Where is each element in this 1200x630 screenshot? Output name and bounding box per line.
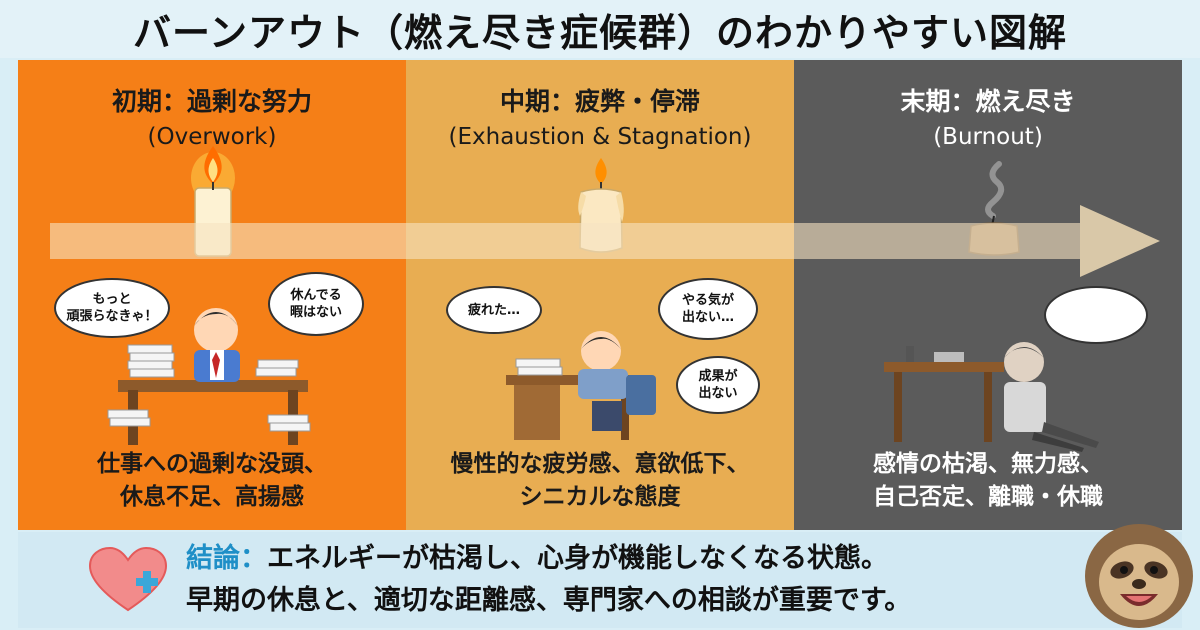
- conclusion-line1: エネルギーが枯渇し、心身が機能しなくなる状態。: [267, 543, 888, 574]
- stage-subtitle: (Burnout): [933, 124, 1043, 150]
- heart-plus-icon: [88, 546, 168, 612]
- conclusion-text: 結論：エネルギーが枯渇し、心身が機能しなくなる状態。 早期の休息と、適切な距離感…: [186, 538, 1086, 622]
- stage-description: 感情の枯渇、無力感、 自己否定、離職・休職: [873, 451, 1103, 510]
- conclusion-label: 結論：: [186, 543, 267, 574]
- conclusion-line2: 早期の休息と、適切な距離感、専門家への相談が重要です。: [186, 585, 912, 616]
- thought-bubble: もっと 頑張らなきゃ！: [54, 278, 170, 338]
- stage-title: 末期：燃え尽き: [900, 87, 1076, 116]
- stage-title: 初期：過剰な努力: [111, 87, 312, 116]
- stage-subtitle: (Exhaustion & Stagnation): [448, 124, 752, 150]
- exhausted-person-illustration: [506, 331, 656, 440]
- thought-bubble: やる気が 出ない…: [658, 278, 758, 340]
- overworking-person-illustration: [107, 308, 311, 445]
- stage-panel-early: 初期：過剰な努力 (Overwork) もっと 頑張らなきゃ！ 休んでる 暇はな…: [18, 60, 406, 530]
- stage-panel-late: 末期：燃え尽き (Burnout) 感情の枯渇、無力感、 自己否定、離職・休職: [794, 60, 1182, 530]
- stage-description: 慢性的な疲労感、意欲低下、 シニカルな態度: [450, 451, 750, 510]
- burnt-out-person-illustration: [884, 342, 1099, 452]
- thought-bubble: 疲れた…: [446, 286, 542, 334]
- melting-candle-icon: [578, 158, 624, 253]
- page-title: バーンアウト（燃え尽き症候群）のわかりやすい図解: [132, 10, 1068, 55]
- thought-bubble: 休んでる 暇はない: [268, 272, 364, 336]
- sloth-mascot-icon: [1085, 524, 1193, 628]
- stage-subtitle: (Overwork): [147, 124, 277, 150]
- stage-panels: 初期：過剰な努力 (Overwork) もっと 頑張らなきゃ！ 休んでる 暇はな…: [18, 60, 1182, 530]
- conclusion-box: 結論：エネルギーが枯渇し、心身が機能しなくなる状態。 早期の休息と、適切な距離感…: [18, 532, 1182, 628]
- flame-candle-icon: [191, 146, 235, 257]
- stage-title: 中期：疲弊・停滞: [499, 87, 700, 116]
- burnt-out-candle-icon: [968, 161, 1020, 256]
- thought-bubble: 成果が 出ない: [676, 356, 760, 414]
- stage-panel-middle: 中期：疲弊・停滞 (Exhaustion & Stagnation) 疲れた… …: [406, 60, 794, 530]
- title-bar: バーンアウト（燃え尽き症候群）のわかりやすい図解: [0, 0, 1200, 58]
- stage-description: 仕事への過剰な没頭、 休息不足、高揚感: [97, 451, 327, 510]
- empty-thought-bubble: [1044, 286, 1148, 344]
